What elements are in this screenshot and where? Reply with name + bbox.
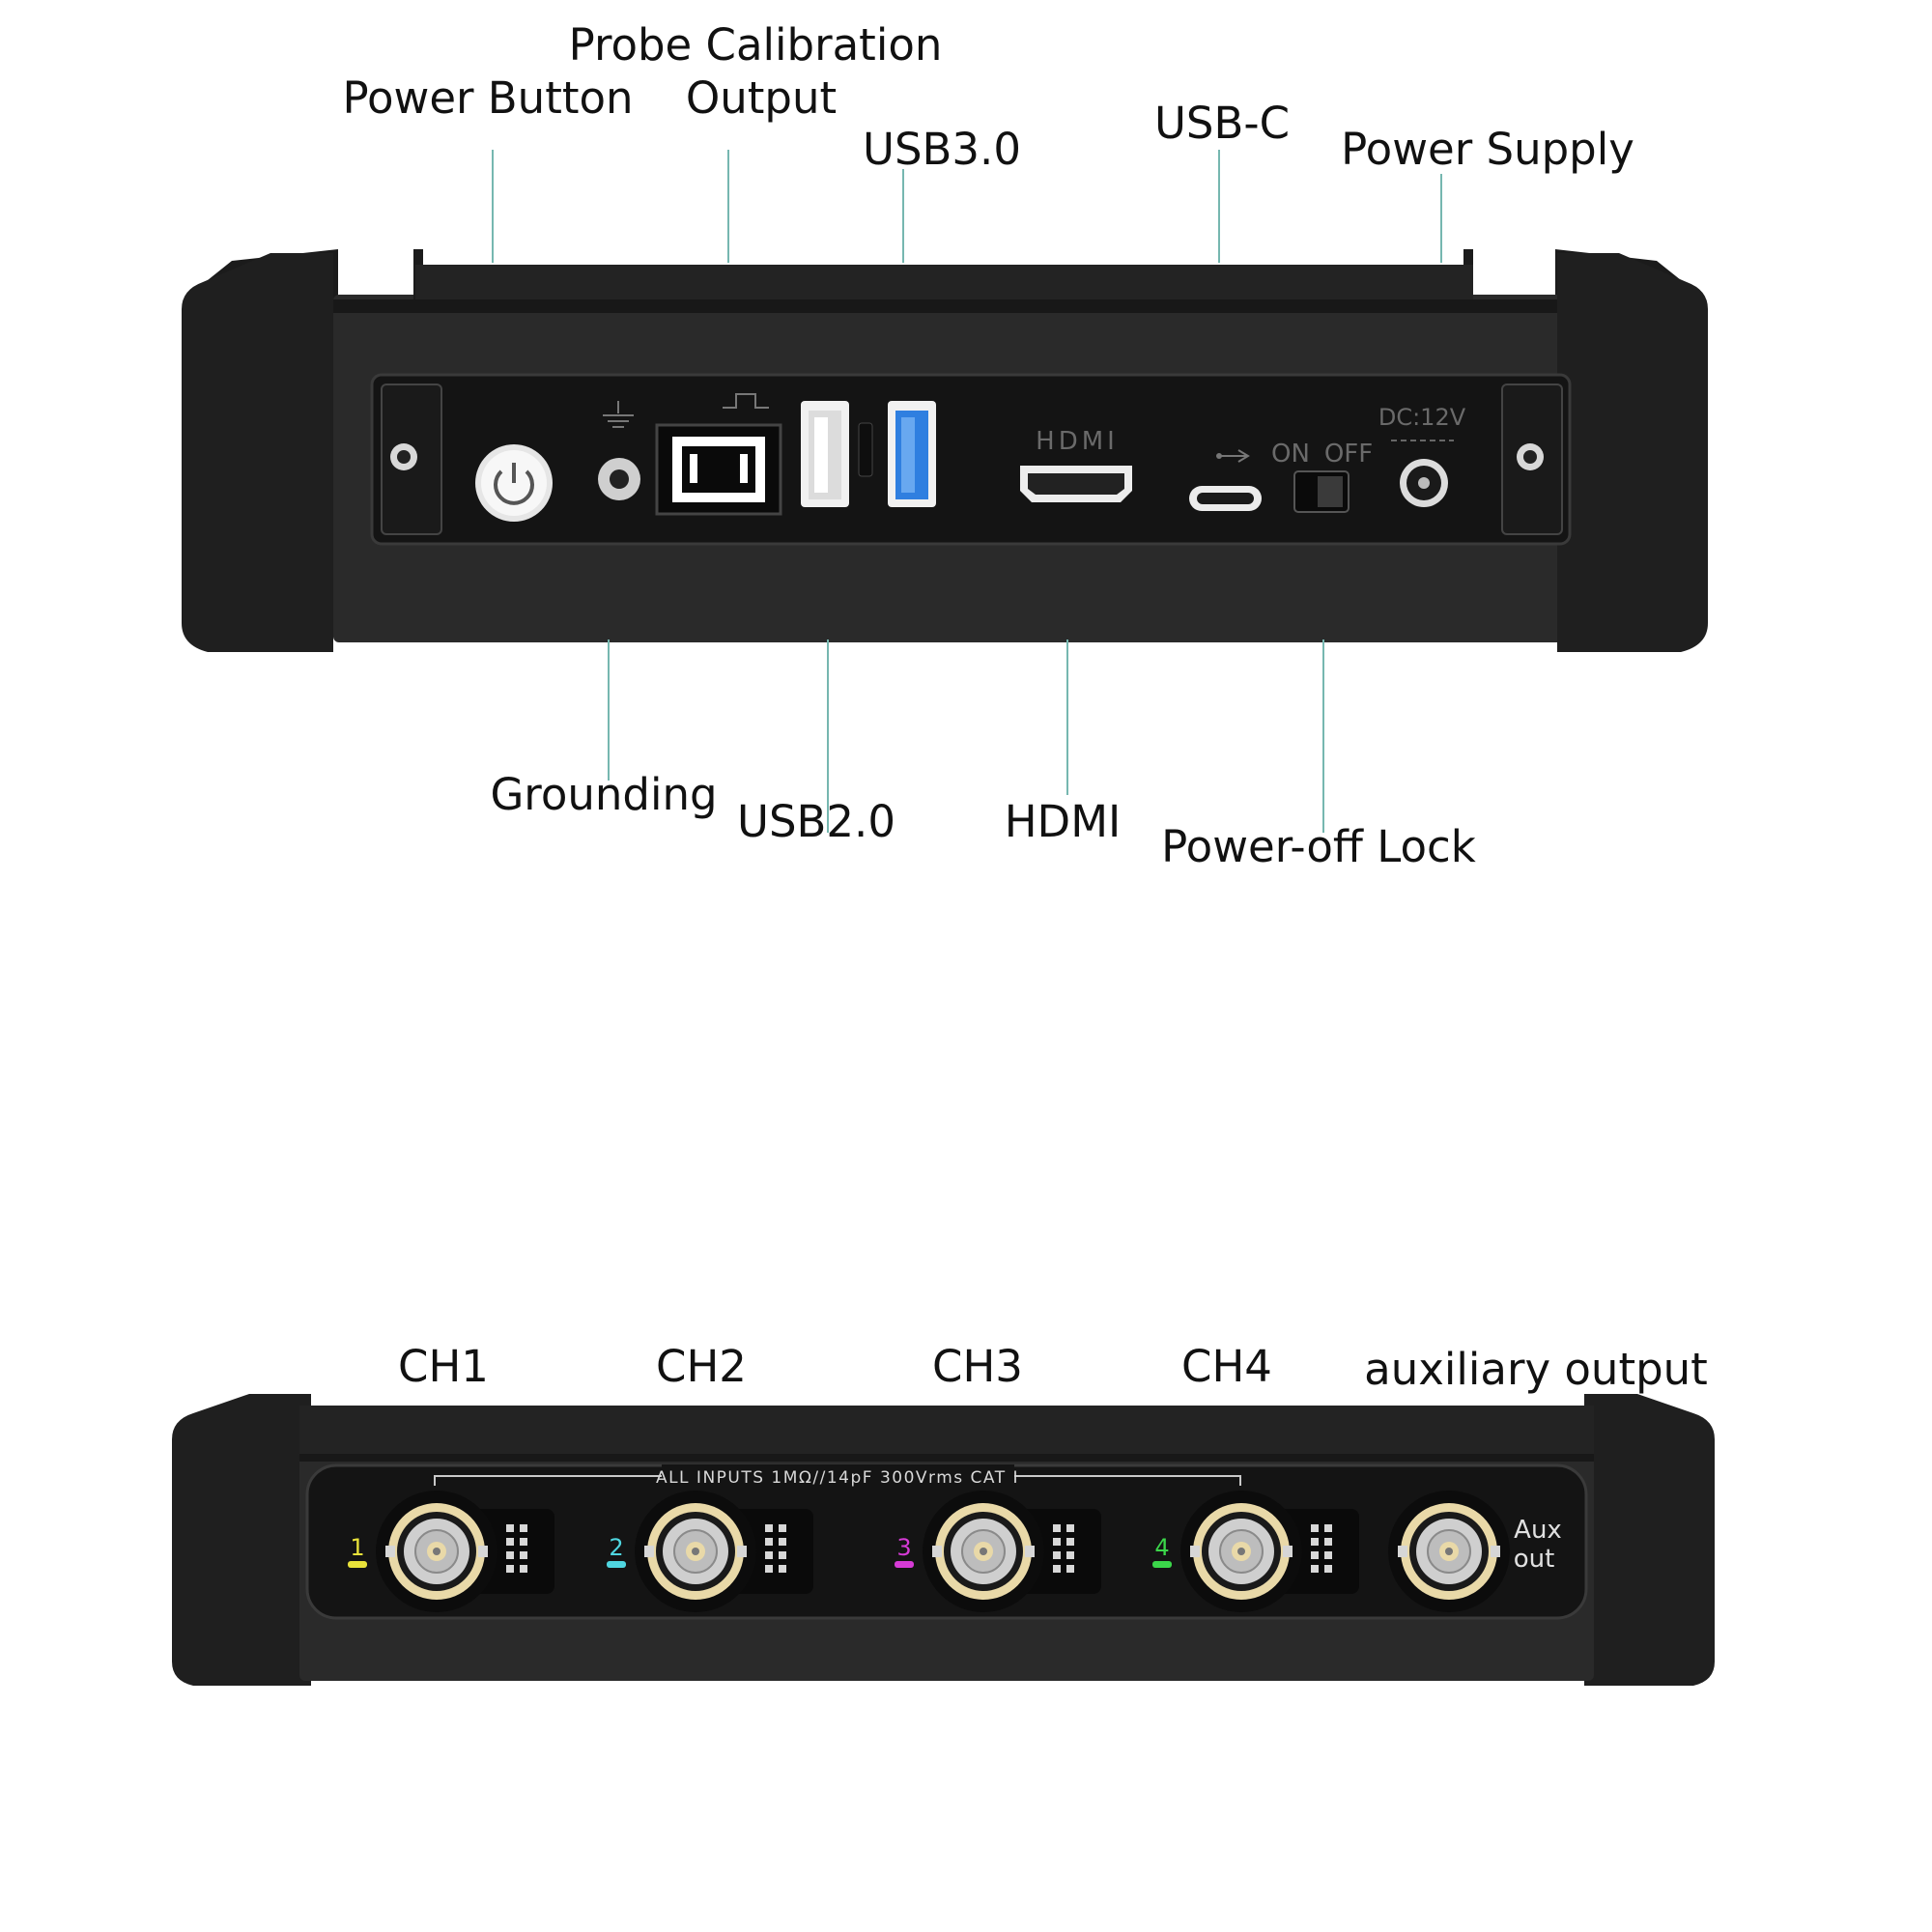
- channel-4-dots: [1311, 1524, 1332, 1573]
- rear-panel-device: HDMI ON OFF DC:12V: [182, 249, 1708, 652]
- bnc-ch4-connector[interactable]: [1180, 1491, 1302, 1612]
- callout-ch1: CH1: [398, 1341, 489, 1392]
- callout-probe-cal-line2: Output: [686, 72, 837, 124]
- channel-2-number: 2: [609, 1534, 623, 1561]
- callout-ch3: CH3: [932, 1341, 1023, 1392]
- callout-aux-output: auxiliary output: [1364, 1344, 1708, 1395]
- dc-rating-label: DC:12V: [1378, 404, 1466, 431]
- channel-1-color-bar: [348, 1561, 367, 1568]
- callout-power-supply: Power Supply: [1341, 124, 1634, 175]
- callout-usb30: USB3.0: [863, 124, 1021, 175]
- aux-label-line2: out: [1514, 1545, 1555, 1574]
- callout-power-button: Power Button: [342, 72, 633, 124]
- callout-probe-cal-line1: Probe Calibration: [569, 19, 943, 71]
- channel-4-number: 4: [1154, 1534, 1169, 1561]
- input-rating-label: ALL INPUTS 1MΩ//14pF 300Vrms CAT I: [656, 1468, 1019, 1488]
- bnc-ch1-connector[interactable]: [376, 1491, 497, 1612]
- callout-ch2: CH2: [656, 1341, 747, 1392]
- bnc-aux-out-connector[interactable]: [1388, 1491, 1510, 1612]
- callout-usbc: USB-C: [1154, 98, 1290, 149]
- callout-usb20: USB2.0: [737, 796, 895, 847]
- hdmi-port[interactable]: HDMI: [1020, 427, 1132, 502]
- power-supply-jack[interactable]: DC:12V: [1378, 404, 1466, 507]
- callout-ch4: CH4: [1181, 1341, 1272, 1392]
- channel-3-color-bar: [895, 1561, 914, 1568]
- channel-3-number: 3: [896, 1534, 911, 1561]
- usb3-port[interactable]: [888, 401, 936, 507]
- usbc-port[interactable]: [1189, 449, 1262, 511]
- probe-calibration-output[interactable]: [655, 393, 782, 516]
- callout-hdmi: HDMI: [1005, 796, 1122, 847]
- power-off-lock-switch[interactable]: ON OFF: [1271, 440, 1373, 513]
- channel-1-dots: [506, 1524, 527, 1573]
- channel-1-number: 1: [350, 1534, 364, 1561]
- channel-3-dots: [1053, 1524, 1074, 1573]
- aux-label-line1: Aux: [1514, 1516, 1562, 1545]
- usb2-port[interactable]: [801, 401, 873, 507]
- power-button[interactable]: [475, 444, 553, 522]
- hdmi-etched-label: HDMI: [1036, 427, 1119, 456]
- channel-4-color-bar: [1152, 1561, 1172, 1568]
- channel-2-color-bar: [607, 1561, 626, 1568]
- grounding-terminal[interactable]: [598, 401, 640, 500]
- callout-power-off-lock: Power-off Lock: [1161, 821, 1476, 872]
- callout-grounding: Grounding: [490, 769, 717, 820]
- switch-off-label: OFF: [1324, 440, 1373, 469]
- front-panel-device: ALL INPUTS 1MΩ//14pF 300Vrms CAT I 1 2 3 4 A…: [172, 1394, 1715, 1686]
- channel-2-dots: [765, 1524, 786, 1573]
- switch-on-label: ON: [1271, 440, 1310, 469]
- bnc-ch3-connector[interactable]: [923, 1491, 1044, 1612]
- bnc-ch2-connector[interactable]: [635, 1491, 756, 1612]
